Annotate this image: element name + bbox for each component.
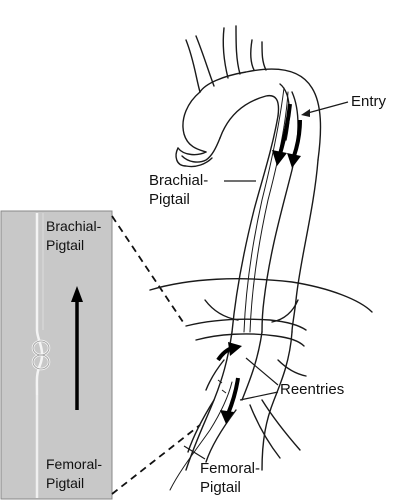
flow-arrow-right [292,119,302,157]
femoral-pigtail-label-line2: Pigtail [200,479,241,496]
inset-brachial-label-line1: Brachial- [46,218,102,234]
leader-lines [183,101,349,460]
reentries-label: Reentries [280,381,345,398]
inset-femoral-label-line1: Femoral- [46,456,103,472]
projection-lines [111,215,201,495]
reentry-arrow-lower [226,377,240,415]
pigtail-loops [31,339,51,371]
inset-femoral-label-line2: Pigtail [46,475,85,491]
inset-direction-arrow [71,286,83,410]
inset-brachial-label-line2: Pigtail [46,237,85,253]
brachial-pigtail-label-line2: Pigtail [149,191,190,208]
femoral-pigtail-label-line1: Femoral- [200,460,261,477]
inset-panel [0,210,113,500]
catheter-markers [217,379,227,394]
entry-label: Entry [351,93,387,110]
brachial-pigtail-label-line1: Brachial- [149,172,209,189]
flow-arrow-left [278,103,292,155]
flow-arrows [216,103,302,424]
inset-background [0,210,113,500]
aorta-outline [149,25,373,491]
